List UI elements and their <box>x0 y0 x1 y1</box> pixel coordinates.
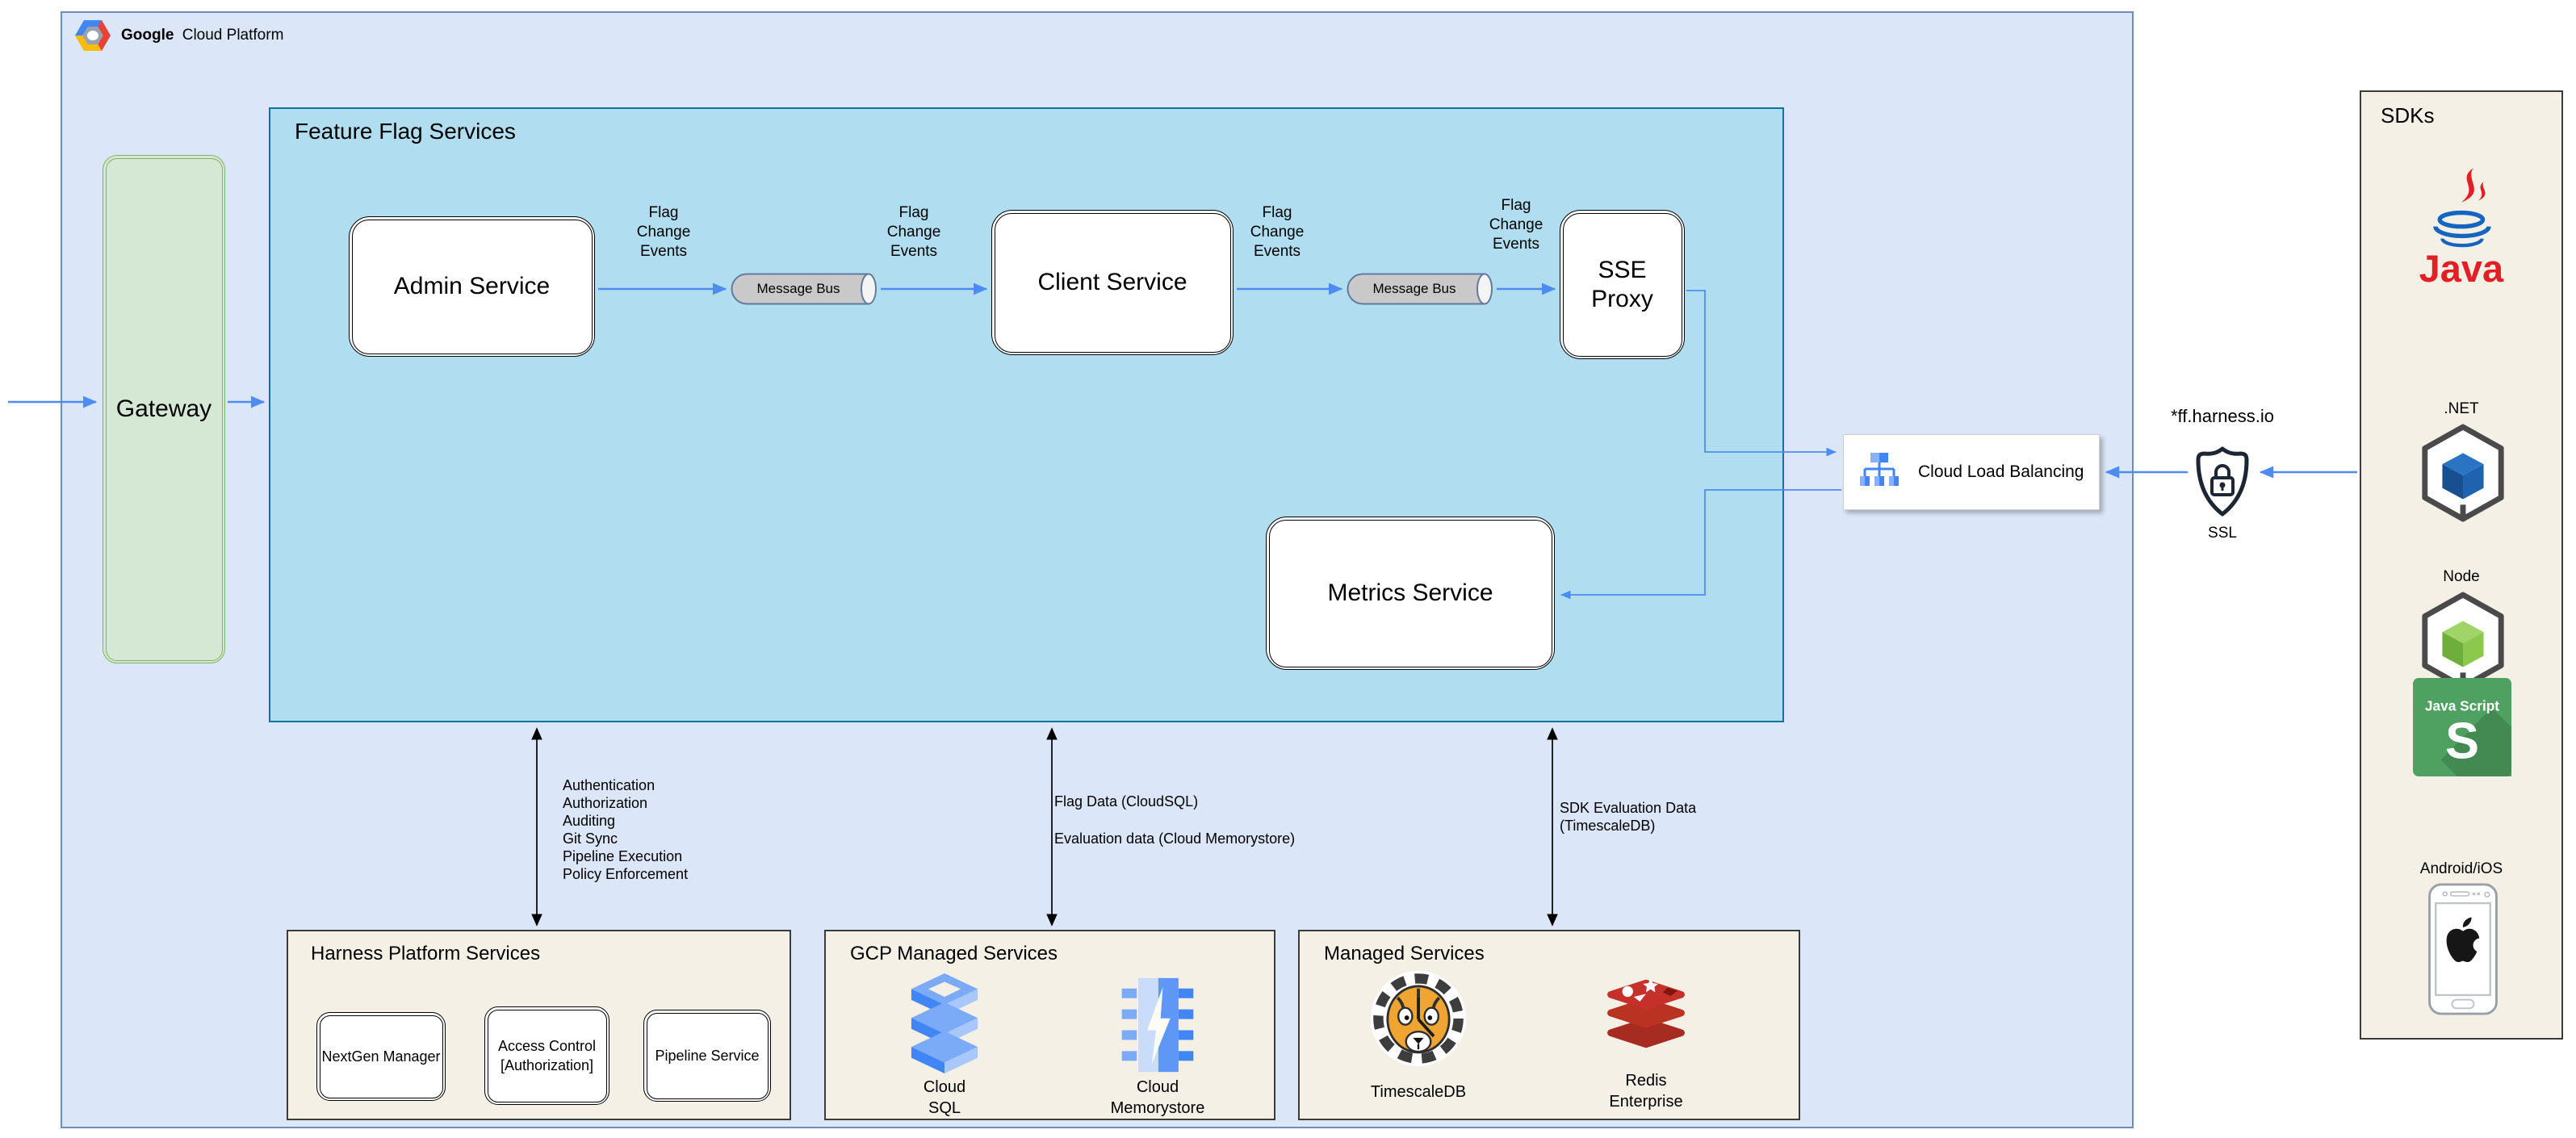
redis-enterprise-label: Redis Enterprise <box>1609 1072 1683 1111</box>
message-bus-label: Message Bus <box>756 281 840 296</box>
evaluation-data-annotation: Evaluation data (Cloud Memorystore) <box>1054 830 1296 847</box>
ssl-shield-lock-icon <box>2196 446 2249 517</box>
managed-services-box: Managed Services TimescaleDB <box>1298 930 1800 1120</box>
sdks-panel: SDKs Java .NET Node Ja <box>2360 90 2563 1040</box>
gcp-header-rest: Cloud Platform <box>182 27 284 44</box>
admin-service-label: Admin Service <box>393 273 551 299</box>
ssl-label: SSL <box>2208 525 2237 542</box>
timescaledb-label: TimescaleDB <box>1370 1083 1467 1101</box>
access-control-label: Access Control [Authorization] <box>497 1038 597 1073</box>
google-cloud-logo-icon <box>75 20 111 51</box>
javascript-s-glyph: S <box>2445 713 2479 770</box>
harness-platform-services-title: Harness Platform Services <box>311 943 541 964</box>
client-service-label: Client Service <box>1037 269 1187 295</box>
cloud-memorystore-icon <box>1121 977 1194 1073</box>
ff-harness-domain-label: *ff.harness.io <box>2170 406 2274 426</box>
message-bus-2: Message Bus <box>1347 273 1493 305</box>
cloud-sql-label: Cloud SQL <box>923 1078 966 1117</box>
cloud-memorystore-label: Cloud Memorystore <box>1110 1078 1205 1117</box>
node-cube-icon <box>2422 592 2504 690</box>
timescaledb-tiger-icon <box>1370 970 1467 1067</box>
metrics-service-node: Metrics Service <box>1266 517 1555 670</box>
gateway-label: Gateway <box>115 395 212 422</box>
javascript-label: Java Script <box>2425 698 2499 714</box>
node-label: Node <box>2443 568 2480 585</box>
gcp-header-title: Google Cloud Platform <box>121 27 283 44</box>
sse-proxy-label: SSE Proxy <box>1591 256 1653 312</box>
admin-service-node: Admin Service <box>349 216 595 357</box>
android-ios-phone-icon <box>2428 883 2498 1015</box>
sdks-title: SDKs <box>2381 103 2435 128</box>
blue-flow-arrows <box>8 282 2357 479</box>
connector-clb-to-metrics <box>1560 489 1841 600</box>
dotnet-cube-icon <box>2422 424 2504 522</box>
pipeline-service-node: Pipeline Service <box>643 1010 771 1102</box>
gcp-managed-services-title: GCP Managed Services <box>850 943 1058 964</box>
cylinder-icon <box>731 273 877 305</box>
client-service-node: Client Service <box>991 210 1234 355</box>
harness-platform-services-box: Harness Platform Services NextGen Manage… <box>287 930 791 1120</box>
managed-services-title: Managed Services <box>1324 943 1485 964</box>
gateway-node: Gateway <box>103 155 225 663</box>
dotnet-label: .NET <box>2444 400 2479 417</box>
nextgen-manager-node: NextGen Manager <box>316 1012 446 1101</box>
connector-sse-to-clb <box>1686 290 1837 457</box>
metrics-service-label: Metrics Service <box>1327 579 1493 606</box>
redis-icon <box>1607 978 1685 1048</box>
javascript-icon: Java Script S <box>2413 678 2511 776</box>
cloud-sql-icon <box>911 973 978 1073</box>
message-bus-1: Message Bus <box>731 273 878 305</box>
java-label: Java <box>2419 248 2504 290</box>
gcp-header-brand: Google <box>121 27 174 44</box>
blue-thin-connectors <box>1560 290 1841 600</box>
pipeline-service-label: Pipeline Service <box>655 1048 760 1064</box>
access-control-node: Access Control [Authorization] <box>484 1006 609 1105</box>
message-bus-label: Message Bus <box>1372 281 1456 296</box>
java-logo-icon: Java <box>2419 168 2504 290</box>
gcp-managed-services-box: GCP Managed Services Cloud SQL Cloud Mem… <box>824 930 1275 1120</box>
sdk-evaluation-data-annotation: SDK Evaluation Data (TimescaleDB) <box>1560 800 1697 834</box>
feature-flag-services-title: Feature Flag Services <box>295 119 516 144</box>
nextgen-manager-label: NextGen Manager <box>321 1048 441 1065</box>
flag-change-events-label-4: Flag Change Events <box>1489 197 1544 253</box>
flag-change-events-label-1: Flag Change Events <box>636 204 691 260</box>
sse-proxy-node: SSE Proxy <box>1560 210 1685 359</box>
cloud-load-balancing-label: Cloud Load Balancing <box>1918 462 2084 481</box>
platform-capabilities-list: Authentication Authorization Auditing Gi… <box>563 777 689 882</box>
flag-change-events-label-3: Flag Change Events <box>1250 204 1305 260</box>
cylinder-icon <box>1347 273 1493 305</box>
flag-data-annotation: Flag Data (CloudSQL) <box>1054 793 1199 810</box>
black-double-arrows <box>531 727 1558 927</box>
flag-change-events-label-2: Flag Change Events <box>886 204 941 260</box>
cloud-load-balancing-card: Cloud Load Balancing <box>1843 434 2100 510</box>
android-ios-label: Android/iOS <box>2419 860 2503 877</box>
load-balancer-icon <box>1860 453 1899 486</box>
